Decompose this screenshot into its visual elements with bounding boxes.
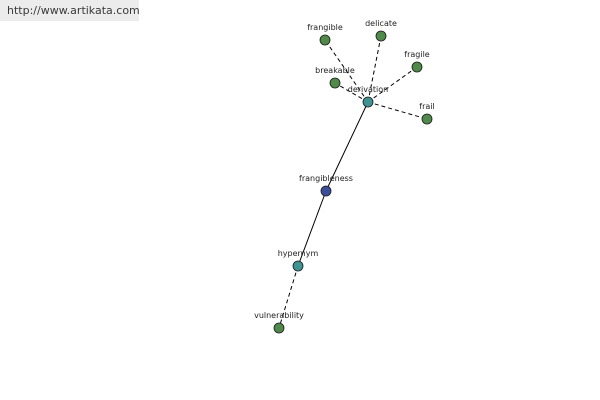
source-bar: http://www.artikata.com bbox=[0, 0, 140, 21]
node-label-frangibleness: frangibleness bbox=[299, 174, 353, 183]
edge-frangibleness-hypernym bbox=[297, 190, 327, 267]
node-label-frangible: frangible bbox=[307, 23, 343, 32]
node-hypernym[interactable] bbox=[292, 260, 304, 272]
edge-hypernym-vulnerability bbox=[278, 265, 299, 329]
node-breakable[interactable] bbox=[329, 77, 341, 89]
node-label-breakable: breakable bbox=[315, 66, 355, 75]
node-fragile[interactable] bbox=[411, 61, 423, 73]
node-frangible[interactable] bbox=[319, 34, 331, 46]
node-label-vulnerability: vulnerability bbox=[254, 311, 304, 320]
node-label-hypernym: hypernym bbox=[278, 249, 319, 258]
edge-derivation-delicate bbox=[367, 35, 382, 103]
graph-labels: frangibleness derivation hypernym frangible… bbox=[254, 19, 435, 320]
source-link[interactable]: http://www.artikata.com bbox=[7, 4, 140, 17]
node-label-frail: frail bbox=[419, 102, 434, 111]
node-delicate[interactable] bbox=[375, 30, 387, 42]
node-label-delicate: delicate bbox=[365, 19, 397, 28]
edge-derivation-frail bbox=[367, 101, 428, 120]
edge-frangibleness-derivation bbox=[325, 101, 369, 192]
graph-nodes bbox=[273, 30, 433, 334]
edge-derivation-fragile bbox=[367, 66, 418, 103]
node-label-derivation: derivation bbox=[348, 85, 388, 94]
node-frail[interactable] bbox=[421, 113, 433, 125]
edge-derivation-frangible bbox=[324, 39, 369, 103]
node-label-fragile: fragile bbox=[404, 50, 430, 59]
graph-edges bbox=[278, 35, 428, 329]
node-derivation[interactable] bbox=[362, 96, 374, 108]
node-frangibleness[interactable] bbox=[320, 185, 332, 197]
node-vulnerability[interactable] bbox=[273, 322, 285, 334]
edge-derivation-breakable bbox=[334, 82, 369, 103]
